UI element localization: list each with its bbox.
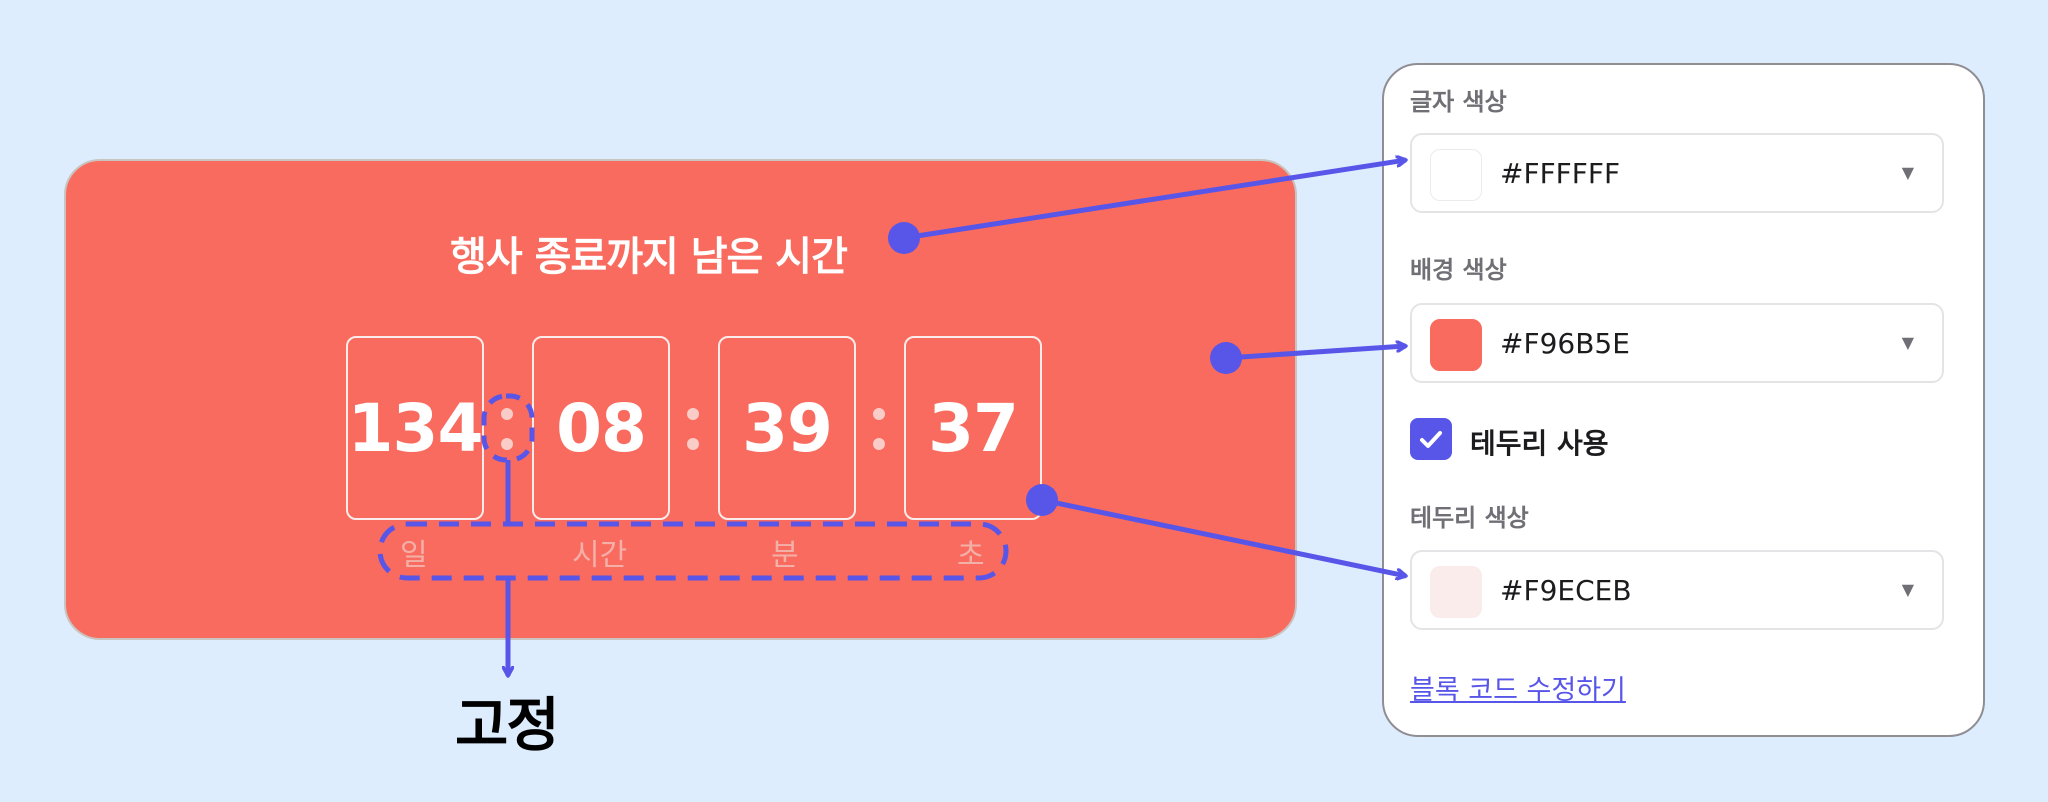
bg-color-value: #F96B5E (1500, 327, 1630, 360)
border-color-select[interactable]: #F9ECEB ▼ (1410, 550, 1944, 630)
caret-down-icon: ▼ (1901, 333, 1914, 352)
text-color-label: 글자 색상 (1410, 88, 1507, 116)
caret-down-icon: ▼ (1901, 580, 1914, 599)
seconds-box: 37 (904, 336, 1042, 520)
hours-value: 08 (556, 389, 647, 467)
border-color-label: 테두리 색상 (1410, 504, 1529, 532)
text-color-select[interactable]: #FFFFFF ▼ (1410, 133, 1944, 213)
unit-hours-label: 시간 (572, 538, 628, 573)
fixed-annotation-label: 고정 (455, 691, 560, 759)
edit-block-code-link[interactable]: 블록 코드 수정하기 (1410, 675, 1626, 706)
unit-seconds-label: 초 (957, 538, 985, 573)
unit-days-label: 일 (400, 538, 428, 573)
colon-separator (685, 400, 701, 460)
minutes-box: 39 (718, 336, 856, 520)
hours-box: 08 (532, 336, 670, 520)
colon-separator (499, 400, 515, 460)
check-icon (1420, 431, 1442, 448)
seconds-value: 37 (928, 389, 1019, 467)
unit-minutes-label: 분 (771, 538, 799, 573)
border-color-value: #F9ECEB (1500, 574, 1632, 607)
border-toggle-checkbox[interactable] (1410, 418, 1452, 460)
colon-separator (871, 400, 887, 460)
color-swatch (1430, 566, 1482, 618)
days-box: 134 (346, 336, 484, 520)
bg-color-label: 배경 색상 (1410, 256, 1507, 284)
caret-down-icon: ▼ (1901, 163, 1914, 182)
minutes-value: 39 (742, 389, 833, 467)
color-swatch (1430, 149, 1482, 201)
border-toggle-label[interactable]: 테두리 사용 (1470, 427, 1609, 460)
text-color-value: #FFFFFF (1500, 157, 1621, 190)
bg-color-select[interactable]: #F96B5E ▼ (1410, 303, 1944, 383)
days-value: 134 (347, 389, 484, 467)
color-swatch (1430, 319, 1482, 371)
countdown-title: 행사 종료까지 남은 시간 (450, 234, 848, 280)
